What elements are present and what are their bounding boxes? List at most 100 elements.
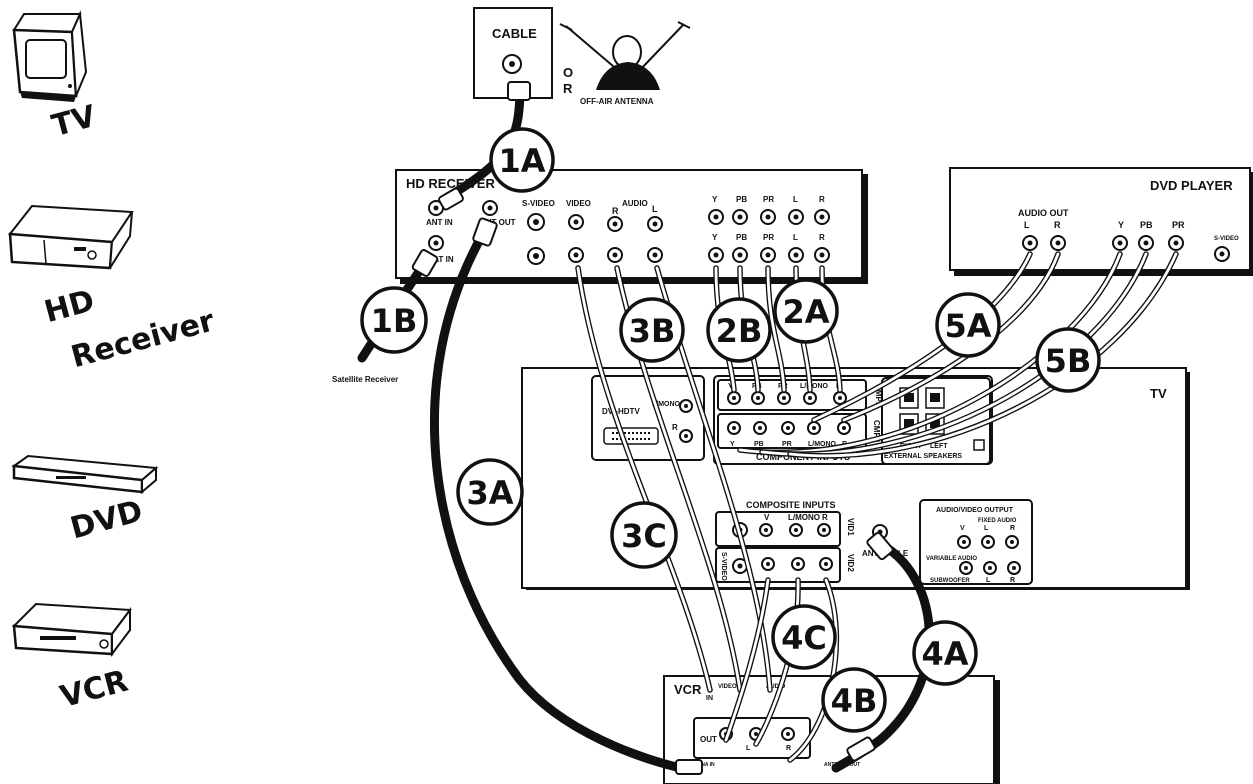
dvd-r-label: R xyxy=(1054,220,1061,230)
tv-av-output-label: AUDIO/VIDEO OUTPUT xyxy=(936,507,1014,514)
tv-av-output-section xyxy=(919,499,1033,585)
tv-legend-label: TV xyxy=(48,99,100,144)
hd-comp-bottom-label: Y xyxy=(712,233,718,242)
callout-2b-label: 2B xyxy=(716,312,763,350)
hd-comp-top-label: Y xyxy=(712,195,718,204)
dvd-pb-label: PB xyxy=(1140,220,1153,230)
callout-4b-label: 4B xyxy=(831,682,878,720)
tv-composite-lmono-label: L/MONO xyxy=(788,513,820,522)
dvd-pr-label: PR xyxy=(1172,220,1185,230)
callout-3a: 3A xyxy=(456,458,524,526)
callout-4b: 4B xyxy=(821,667,887,733)
hd-receiver-legend-label-line1: HD xyxy=(41,283,98,330)
tv-vid1-section xyxy=(715,511,841,547)
hd-comp-bottom-label: PB xyxy=(736,233,747,242)
hd-receiver-video-label: VIDEO xyxy=(566,199,591,208)
tv-composite-r-label: R xyxy=(822,513,828,522)
tv-s-video-label: S-VIDEO xyxy=(720,552,727,581)
off-air-antenna-label: OFF-AIR ANTENNA xyxy=(580,97,654,106)
tv-cmp-row2-label: PR xyxy=(782,441,792,448)
tv-av-output-jacks xyxy=(957,535,1021,575)
callout-4c: 4C xyxy=(771,604,837,670)
callout-3a-label: 3A xyxy=(466,474,513,512)
tv-vid2-label: VID2 xyxy=(846,554,855,572)
callout-5b-label: 5B xyxy=(1045,342,1092,380)
vcr-out-label: OUT xyxy=(700,735,717,744)
callout-3c: 3C xyxy=(610,501,678,569)
tv-dvi-label: DVI-HDTV xyxy=(602,407,640,416)
hd-comp-top-label: L xyxy=(793,195,798,204)
dvd-device-icon xyxy=(11,454,159,495)
tv-cmp2-label: CMP2 xyxy=(872,420,881,443)
callout-2a-label: 2A xyxy=(782,293,829,331)
vcr-device-icon xyxy=(11,602,132,657)
tv-sub-r-label: R xyxy=(1010,577,1015,584)
hd-receiver-jacks xyxy=(428,200,830,265)
dvd-legend-label: DVD xyxy=(67,494,147,547)
hd-receiver-device-icon xyxy=(8,204,134,270)
tv-sub-l-label: L xyxy=(986,577,991,584)
tv-dvi-r-label: R xyxy=(672,423,678,432)
tv-speaker-left-label: LEFT xyxy=(930,443,948,450)
tv-dvi-l-mono-label: L/MONO xyxy=(652,401,681,408)
tv-fixed-audio-label: FIXED AUDIO xyxy=(978,518,1017,524)
hd-receiver-comp-labels-top: Y PB PR L R xyxy=(712,195,825,204)
or-label-r: R xyxy=(563,81,573,96)
callout-1b: 1B xyxy=(360,286,428,354)
hd-comp-top-label: R xyxy=(819,195,825,204)
or-label-o: O xyxy=(563,65,573,80)
tv-av-l-label: L xyxy=(984,525,989,532)
dvd-y-label: Y xyxy=(1118,220,1124,230)
cable-3a xyxy=(430,227,695,775)
callout-4a: 4A xyxy=(912,620,978,686)
dvd-player-title: DVD PLAYER xyxy=(1150,178,1233,193)
callout-1b-label: 1B xyxy=(371,302,418,340)
hd-receiver-l-label: L xyxy=(652,204,658,214)
dvd-jacks xyxy=(1022,235,1230,262)
hd-receiver-ant-out-label: ANT OUT xyxy=(480,218,516,227)
callout-4a-label: 4A xyxy=(921,635,968,673)
vcr-l-label: L xyxy=(746,745,751,752)
dvd-s-video-label: S-VIDEO xyxy=(1214,236,1239,242)
callout-5a: 5A xyxy=(935,292,1001,358)
hd-receiver-ant-in-label: ANT IN xyxy=(426,218,453,227)
satellite-receiver-label: Satellite Receiver xyxy=(332,375,398,384)
tv-vid1-label: VID1 xyxy=(846,518,855,536)
cable-wall-label: CABLE xyxy=(492,26,537,41)
hd-comp-bottom-label: PR xyxy=(763,233,774,242)
tv-external-speakers-label: EXTERNAL SPEAKERS xyxy=(884,453,962,460)
tv-device-icon xyxy=(12,10,88,102)
callout-2a: 2A xyxy=(773,278,839,344)
callout-3c-label: 3C xyxy=(621,517,667,555)
callout-1a-label: 1A xyxy=(498,142,545,180)
cable-5a-5b xyxy=(737,251,1179,459)
tv-cmp-row2-label: Y xyxy=(730,441,735,448)
tv-av-v-label: V xyxy=(960,525,965,532)
hd-receiver-r-label: R xyxy=(612,206,619,216)
tv-panel-title: TV xyxy=(1150,386,1167,401)
callout-2b: 2B xyxy=(706,297,772,363)
tv-dvi-port xyxy=(603,427,659,445)
tv-cmp-row2-label: L/MONO xyxy=(808,441,837,448)
vcr-r-label: R xyxy=(786,745,791,752)
tv-variable-audio-label: VARIABLE AUDIO xyxy=(926,556,977,562)
hd-comp-bottom-label: R xyxy=(819,233,825,242)
vcr-audio-label: AUDIO xyxy=(766,684,786,690)
cable-plugs xyxy=(411,81,894,775)
off-air-antenna-icon xyxy=(559,21,691,90)
tv-cmp-row1-label: L/MONO xyxy=(800,383,829,390)
hd-receiver-audio-label: AUDIO xyxy=(622,199,648,208)
callout-5b: 5B xyxy=(1035,327,1101,393)
vcr-video-label: VIDEO xyxy=(718,684,737,690)
callout-4c-label: 4C xyxy=(781,619,827,657)
vcr-legend-label: VCR xyxy=(57,664,132,715)
hd-receiver-s-video-label: S-VIDEO xyxy=(522,199,555,208)
tv-av-r-label: R xyxy=(1010,525,1015,532)
tv-composite-v-label: V xyxy=(764,513,770,522)
callout-1a: 1A xyxy=(489,127,555,193)
vcr-title: VCR xyxy=(674,682,702,697)
dvd-l-label: L xyxy=(1024,220,1030,230)
tv-cmp-row2-label: PB xyxy=(754,441,764,448)
hd-comp-top-label: PB xyxy=(736,195,747,204)
